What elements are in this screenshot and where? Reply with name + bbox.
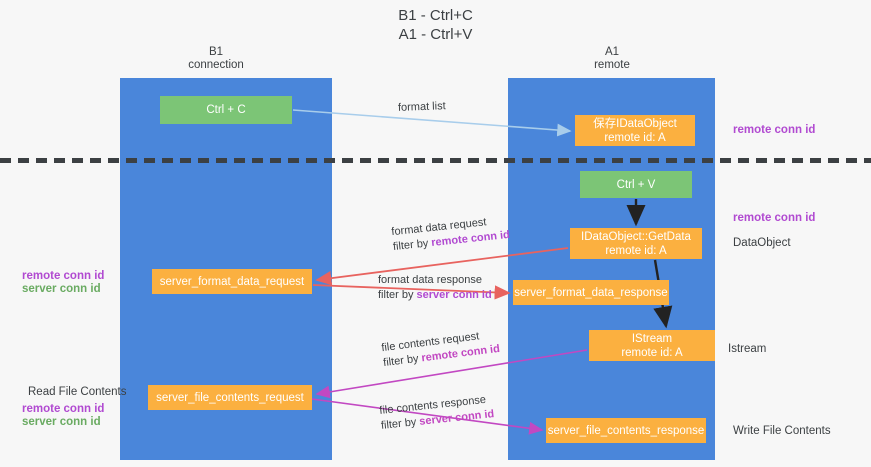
annotation-remote-conn-id-top: remote conn id (733, 124, 816, 136)
column-header-a1: A1 remote (512, 46, 712, 72)
column-header-b1-name: B1 (208, 46, 224, 58)
annotation-dataobject: DataObject (733, 237, 791, 249)
edge-label-format-list-line1: format list (397, 100, 446, 114)
column-header-a1-role: remote (594, 59, 630, 71)
node-getdata-label: IDataObject::GetData (581, 230, 691, 243)
node-ctrl-c-label: Ctrl + C (206, 104, 246, 116)
node-istream[interactable]: IStream remote id: A (589, 330, 715, 361)
phase-divider (0, 158, 871, 163)
fcreq-filter-prefix: filter by (382, 352, 423, 370)
edge-label-fdresp-line2: filter by server conn id (378, 288, 492, 303)
annotation-left-server-conn-id-1: server conn id (22, 283, 101, 295)
node-format-response-label: server_format_data_response (514, 286, 668, 299)
node-server-format-data-response[interactable]: server_format_data_response (513, 280, 669, 305)
node-istream-remote-id: remote id: A (621, 346, 683, 359)
edge-label-file-contents-response: file contents response filter by server … (379, 392, 495, 434)
title-line-2: A1 - Ctrl+V (398, 26, 473, 43)
node-server-format-data-request[interactable]: server_format_data_request (152, 269, 312, 294)
fdreq-filter-prefix: filter by (392, 237, 432, 254)
node-server-file-contents-request[interactable]: server_file_contents_request (148, 385, 312, 410)
edge-label-format-list: format list (398, 99, 446, 116)
annotation-left-remote-conn-id-1: remote conn id (22, 270, 105, 282)
annotation-left-server-conn-id-2: server conn id (22, 416, 101, 428)
fdresp-filter-key: server conn id (416, 289, 492, 301)
annotation-remote-conn-id-mid: remote conn id (733, 212, 816, 224)
node-server-file-contents-response[interactable]: server_file_contents_response (546, 418, 706, 443)
fdresp-filter-prefix: filter by (378, 289, 417, 301)
node-idataobject[interactable]: 保存IDataObject remote id: A (575, 115, 695, 146)
node-file-request-label: server_file_contents_request (156, 391, 304, 404)
fcresp-filter-prefix: filter by (380, 415, 420, 432)
node-istream-label: IStream (631, 332, 673, 345)
node-ctrl-c[interactable]: Ctrl + C (160, 96, 292, 124)
node-getdata-remote-id: remote id: A (605, 244, 667, 257)
edge-label-fdresp-line1: format data response (378, 274, 482, 286)
edge-label-format-data-request: format data request filter by remote con… (391, 213, 511, 255)
column-header-b1-role: connection (188, 59, 244, 71)
annotation-left-remote-conn-id-2: remote conn id (22, 403, 105, 415)
node-ctrl-v-label: Ctrl + V (616, 178, 656, 191)
edge-label-format-data-response: format data response filter by server co… (378, 273, 492, 303)
node-file-response-label: server_file_contents_response (547, 424, 705, 437)
annotation-read-file-contents: Read File Contents (28, 386, 127, 398)
column-header-a1-name: A1 (604, 46, 620, 58)
edge-label-file-contents-request: file contents request filter by remote c… (381, 327, 501, 371)
page-title: B1 - Ctrl+C A1 - Ctrl+V (0, 6, 871, 44)
node-idataobject-getdata[interactable]: IDataObject::GetData remote id: A (570, 228, 702, 259)
annotation-write-file-contents: Write File Contents (733, 425, 831, 437)
annotation-istream: Istream (728, 343, 767, 355)
node-idataobject-remote-id: remote id: A (604, 131, 666, 144)
node-idataobject-label: 保存IDataObject (593, 117, 677, 130)
node-format-request-label: server_format_data_request (159, 275, 305, 288)
column-header-b1: B1 connection (116, 46, 316, 72)
node-ctrl-v[interactable]: Ctrl + V (580, 171, 692, 198)
title-line-1: B1 - Ctrl+C (398, 7, 473, 24)
